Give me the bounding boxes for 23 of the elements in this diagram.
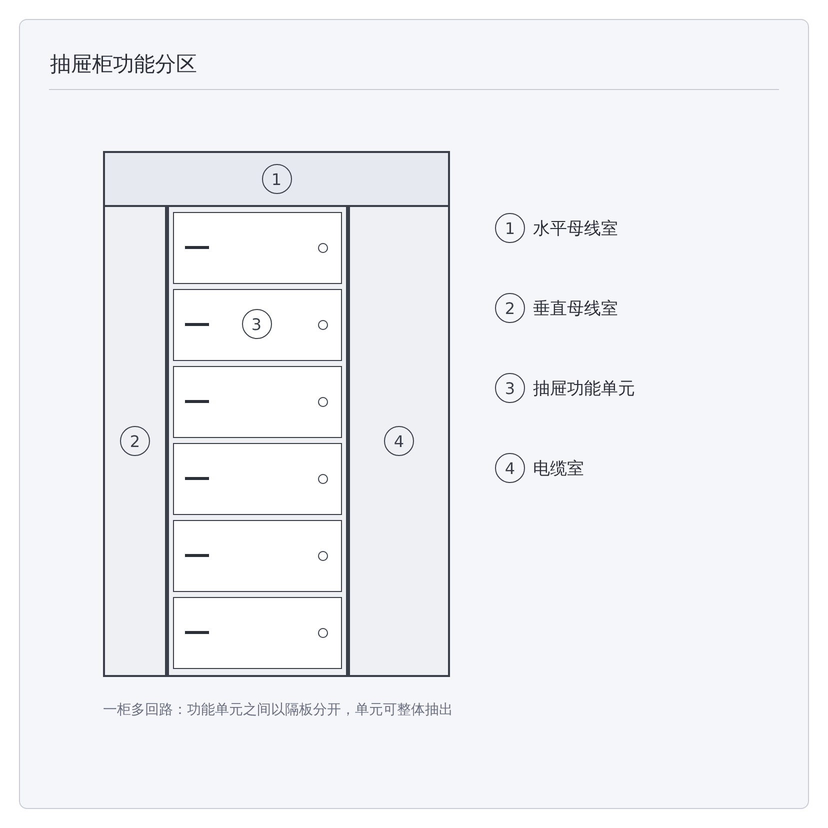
callout-number: 4 — [495, 453, 525, 483]
callout-number: 2 — [120, 426, 150, 456]
legend-text: 垂直母线室 — [533, 298, 618, 320]
drawer-unit — [173, 520, 342, 592]
callout-number: 1 — [262, 164, 292, 194]
callout-number: 3 — [495, 373, 525, 403]
drawer-unit — [173, 443, 342, 515]
callout-number: 4 — [384, 426, 414, 456]
callout-number: 3 — [242, 309, 272, 339]
callout-number: 2 — [495, 293, 525, 323]
callout-number: 1 — [495, 213, 525, 243]
legend-text: 电缆室 — [533, 458, 584, 480]
drawer-unit — [173, 366, 342, 438]
legend-text: 抽屉功能单元 — [533, 378, 635, 400]
title: 抽屉柜功能分区 — [50, 51, 197, 78]
legend-text: 水平母线室 — [533, 218, 618, 240]
cabinet-frame — [103, 151, 450, 677]
drawer-unit — [173, 212, 342, 284]
drawer-unit — [173, 289, 342, 361]
caption: 一柜多回路：功能单元之间以隔板分开，单元可整体抽出 — [103, 701, 453, 719]
drawer-unit — [173, 597, 342, 669]
busbar-compartment — [103, 151, 450, 207]
drawer-column — [167, 205, 348, 677]
